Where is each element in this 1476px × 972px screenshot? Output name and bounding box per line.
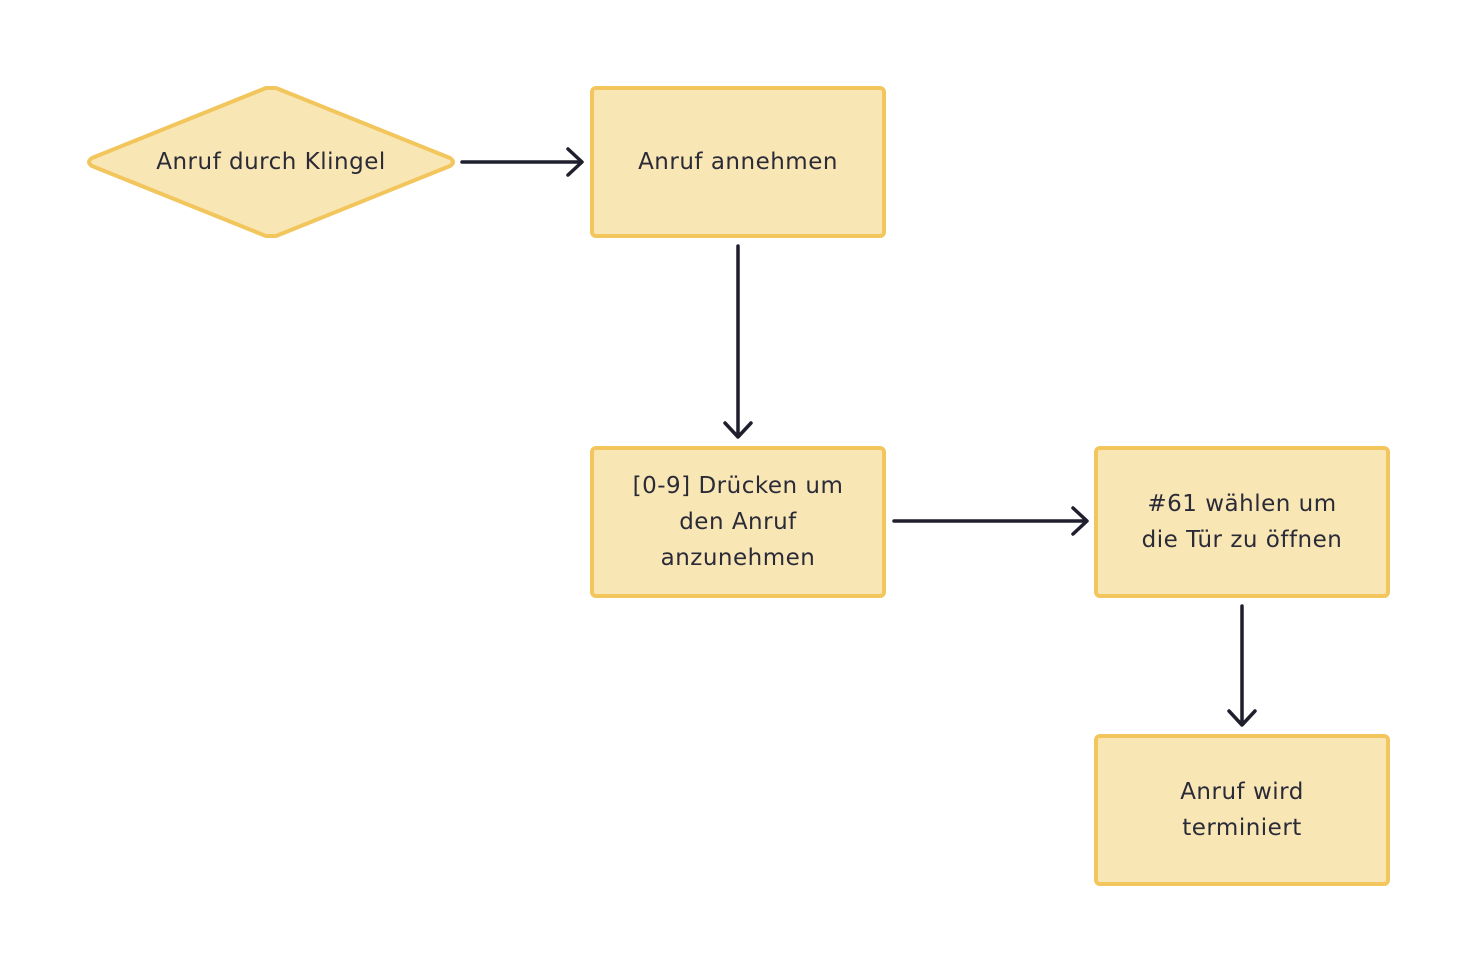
diamond-shape	[87, 86, 455, 238]
accept-call-node[interactable]: Anruf annehmen	[590, 86, 886, 238]
dial-code-line: #61 wählen um	[1147, 491, 1337, 517]
start-decision-node[interactable]: Anruf durch Klingel	[84, 84, 458, 240]
accept-call-label: Anruf annehmen	[638, 149, 838, 175]
press-key-line: den Anruf	[679, 509, 797, 535]
arrow-accept-to-press	[723, 244, 753, 439]
press-key-label: [0-9] Drücken um den Anruf anzunehmen	[633, 468, 844, 576]
call-terminated-node[interactable]: Anruf wird terminiert	[1094, 734, 1390, 886]
call-terminated-label: Anruf wird terminiert	[1180, 774, 1304, 846]
dial-code-line: die Tür zu öffnen	[1141, 527, 1343, 553]
call-terminated-line: terminiert	[1182, 815, 1302, 841]
arrow-dial-to-end	[1227, 604, 1257, 727]
press-key-node[interactable]: [0-9] Drücken um den Anruf anzunehmen	[590, 446, 886, 598]
start-node-label: Anruf durch Klingel	[156, 149, 386, 175]
press-key-line: anzunehmen	[660, 545, 816, 571]
press-key-line: [0-9] Drücken um	[632, 473, 844, 499]
arrow-start-to-accept	[460, 147, 584, 177]
call-terminated-line: Anruf wird	[1180, 779, 1304, 805]
dial-code-label: #61 wählen um die Tür zu öffnen	[1142, 486, 1343, 558]
arrow-press-to-dial	[892, 506, 1089, 536]
dial-code-node[interactable]: #61 wählen um die Tür zu öffnen	[1094, 446, 1390, 598]
